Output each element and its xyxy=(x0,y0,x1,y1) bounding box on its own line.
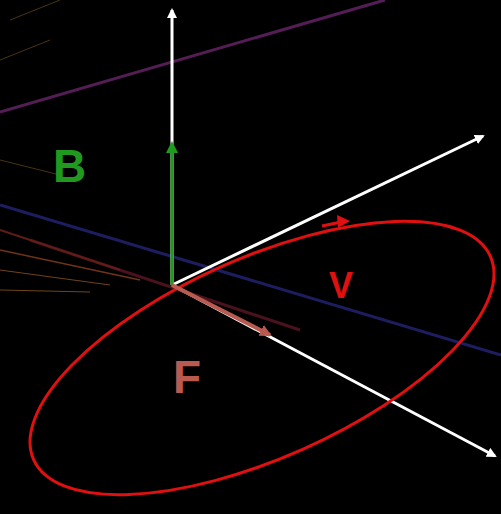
force-label: F xyxy=(173,354,201,400)
orbit-ellipse xyxy=(0,165,501,514)
axes xyxy=(172,10,495,456)
force-vector xyxy=(172,285,270,335)
field-vector xyxy=(171,143,174,285)
background-tracks xyxy=(0,0,501,355)
velocity-arrow xyxy=(322,215,350,228)
velocity-label: V xyxy=(329,268,353,304)
field-label: B xyxy=(53,143,86,189)
